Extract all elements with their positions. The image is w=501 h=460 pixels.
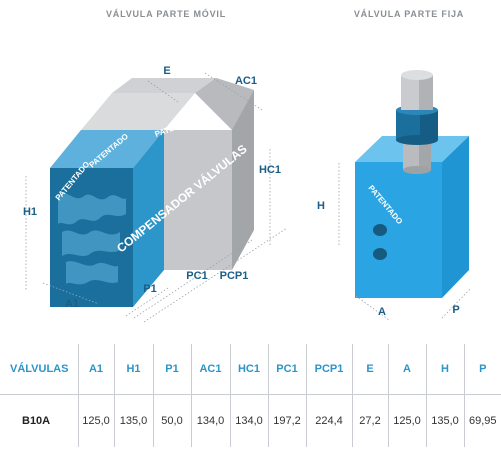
moving-top-face-back xyxy=(112,78,216,93)
moving-side-face-back xyxy=(216,78,254,270)
moving-side-face-back-top xyxy=(195,78,254,130)
bellows-graphic xyxy=(58,193,126,285)
cell-pc1: 197,2 xyxy=(268,394,307,447)
mount-hole-lower xyxy=(373,248,387,260)
dim-label-ac1: AC1 xyxy=(235,75,257,87)
dim-label-pc1: PC1 xyxy=(186,270,207,282)
fixed-part-title: VÁLVULA PARTE FIJA xyxy=(354,9,464,19)
cell-h: 135,0 xyxy=(426,394,465,447)
fixed-part-illustration: PATENTADO xyxy=(355,70,469,298)
shaft-upper-top xyxy=(401,70,433,80)
cell-e: 27,2 xyxy=(352,394,389,447)
valve-diagram: VÁLVULA PARTE MÓVIL VÁLVULA PARTE FIJA P… xyxy=(23,8,472,323)
cell-p1: 50,0 xyxy=(153,394,192,447)
header-e: E xyxy=(352,344,389,395)
mount-hole-upper xyxy=(373,224,387,236)
specifications-table: VÁLVULAS A1 H1 P1 AC1 HC1 PC1 PCP1 E A H… xyxy=(0,344,501,447)
cell-pcp1: 224,4 xyxy=(306,394,353,447)
moving-top-face-front xyxy=(50,130,164,168)
header-ac1: AC1 xyxy=(191,344,231,395)
fixed-side-face xyxy=(442,136,469,298)
dim-label-a: A xyxy=(378,306,386,318)
moving-top-face-middle xyxy=(81,93,195,130)
header-h: H xyxy=(426,344,465,395)
moving-part-title: VÁLVULA PARTE MÓVIL xyxy=(106,8,226,19)
cell-a1: 125,0 xyxy=(78,394,115,447)
moving-part-illustration: PATENTADO PATENTADO PATENTADO COMPENSADO… xyxy=(50,78,254,307)
dim-label-e: E xyxy=(163,65,170,77)
cell-h1: 135,0 xyxy=(114,394,154,447)
header-hc1: HC1 xyxy=(230,344,269,395)
moving-side-face-gray xyxy=(164,130,232,270)
dim-label-hc1: HC1 xyxy=(259,164,281,176)
header-pc1: PC1 xyxy=(268,344,307,395)
header-a: A xyxy=(388,344,427,395)
table-row: B10A 125,0 135,0 50,0 134,0 134,0 197,2 … xyxy=(0,394,501,447)
table-header-row: VÁLVULAS A1 H1 P1 AC1 HC1 PC1 PCP1 E A H… xyxy=(0,344,501,395)
header-p1: P1 xyxy=(153,344,192,395)
shaft-upper-shade xyxy=(419,75,433,110)
dim-label-p: P xyxy=(452,304,459,316)
header-h1: H1 xyxy=(114,344,154,395)
cell-hc1: 134,0 xyxy=(230,394,269,447)
moving-side-face-blue xyxy=(133,130,164,307)
cell-p: 69,95 xyxy=(468,415,497,427)
moving-part-dimension-lines xyxy=(25,72,288,323)
dim-label-pcp1: PCP1 xyxy=(220,270,249,282)
shaft-collar-bottom xyxy=(396,135,438,145)
dim-label-h: H xyxy=(317,200,325,212)
cell-ac1: 134,0 xyxy=(191,394,231,447)
shaft-lower-end xyxy=(403,166,431,174)
header-valvulas: VÁLVULAS xyxy=(0,344,79,395)
dim-label-a1: A1 xyxy=(65,298,79,310)
header-p: P xyxy=(464,344,501,395)
dim-label-p1: P1 xyxy=(143,283,156,295)
shaft-collar-shade xyxy=(420,110,438,140)
header-pcp1: PCP1 xyxy=(306,344,353,395)
fixed-part-dimension-lines xyxy=(338,163,472,321)
fixed-front-face xyxy=(355,162,442,298)
cell-model: B10A xyxy=(0,394,79,447)
dim-label-h1: H1 xyxy=(23,206,37,218)
header-a1: A1 xyxy=(78,344,115,395)
cell-a: 125,0 xyxy=(388,394,427,447)
